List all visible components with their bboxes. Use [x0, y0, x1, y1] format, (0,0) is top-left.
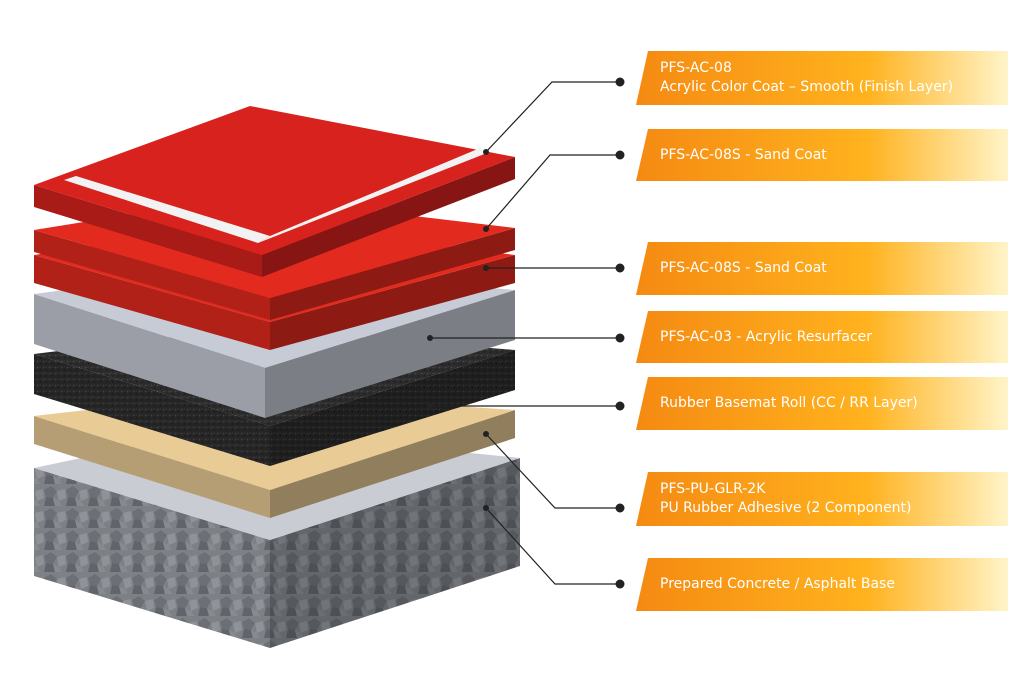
layer-label-sand-coat-2: PFS-AC-08S - Sand Coat — [636, 242, 1008, 295]
layer-adhesive-left-face — [34, 416, 270, 518]
dot-marker-icon — [615, 401, 625, 411]
leader-sand-coat-1 — [483, 150, 625, 232]
leader-finish — [483, 77, 625, 155]
leader-line-base — [485, 507, 620, 585]
layer-label-title: PFS-AC-08 — [660, 60, 732, 76]
layer-sand-coat-1-left-face — [34, 230, 270, 320]
layer-base-right-face — [270, 458, 520, 648]
dot-marker-icon — [615, 150, 625, 160]
layer-finish-right-face — [262, 157, 515, 277]
leader-anchor-sand-coat-1 — [483, 226, 489, 232]
court-line-left — [64, 176, 270, 243]
leader-anchor-resurfacer — [427, 335, 433, 341]
layer-basemat-right-face — [270, 350, 515, 466]
dot-marker-icon — [615, 503, 625, 513]
layer-sand-coat-2-right-face — [270, 255, 515, 350]
layer-resurfacer-left-face — [34, 294, 265, 418]
layer-base-left-face — [34, 468, 270, 648]
leader-adhesive — [483, 431, 625, 513]
layer-label-base: Prepared Concrete / Asphalt Base — [636, 558, 1008, 611]
layer-label-adhesive: PFS-PU-GLR-2K PU Rubber Adhesive (2 Compo… — [636, 472, 1008, 526]
layer-basemat-left-shade — [34, 354, 270, 466]
leader-line-adhesive — [485, 433, 620, 509]
layer-label-sand-coat-1: PFS-AC-08S - Sand Coat — [636, 129, 1008, 181]
layer-base-right-shade — [270, 458, 520, 648]
leader-base — [483, 505, 625, 589]
layer-label-basemat: Rubber Basemat Roll (CC / RR Layer) — [636, 377, 1008, 430]
layer-base-left-shade — [34, 468, 270, 648]
leader-resurfacer — [427, 333, 625, 343]
layer-label-title: PFS-AC-08S - Sand Coat — [660, 260, 827, 276]
layer-label-resurfacer: PFS-AC-03 - Acrylic Resurfacer — [636, 311, 1008, 363]
layer-resurfacer-right-face — [265, 290, 515, 418]
layer-basemat-right-shade — [270, 350, 515, 466]
layer-sand-coat-1-right-face — [270, 228, 515, 320]
layer-adhesive-right-face — [270, 410, 515, 518]
dot-marker-icon — [615, 579, 625, 589]
layer-label-subtitle: Acrylic Color Coat – Smooth (Finish Laye… — [660, 79, 954, 95]
layer-sand-coat-2-left-face — [34, 255, 270, 350]
leader-line-sand-coat-1 — [485, 154, 620, 230]
layer-basemat-left-face — [34, 354, 270, 466]
dot-marker-icon — [615, 333, 625, 343]
dot-marker-icon — [615, 77, 625, 87]
layer-finish-top-face — [34, 106, 515, 255]
layer-finish-left-face — [34, 185, 262, 277]
layer-label-title: PFS-AC-03 - Acrylic Resurfacer — [660, 328, 873, 345]
layer-label-title: Rubber Basemat Roll (CC / RR Layer) — [660, 395, 918, 411]
leader-line-finish — [485, 81, 620, 153]
leader-anchor-basemat — [427, 403, 433, 409]
leader-anchor-adhesive — [483, 431, 489, 437]
leader-anchor-base — [483, 505, 489, 511]
leader-basemat — [427, 401, 625, 411]
leader-anchor-sand-coat-2 — [483, 265, 489, 271]
leader-sand-coat-2 — [483, 263, 625, 273]
court-line-right — [258, 148, 487, 243]
leader-anchor-finish — [483, 149, 489, 155]
layer-label-title: Prepared Concrete / Asphalt Base — [660, 576, 895, 592]
layer-slab-finish — [34, 106, 515, 277]
layer-label-title: PFS-PU-GLR-2K — [660, 481, 766, 497]
dot-marker-icon — [615, 263, 625, 273]
layer-label-subtitle: PU Rubber Adhesive (2 Component) — [660, 500, 912, 516]
layer-label-title: PFS-AC-08S - Sand Coat — [660, 146, 827, 163]
